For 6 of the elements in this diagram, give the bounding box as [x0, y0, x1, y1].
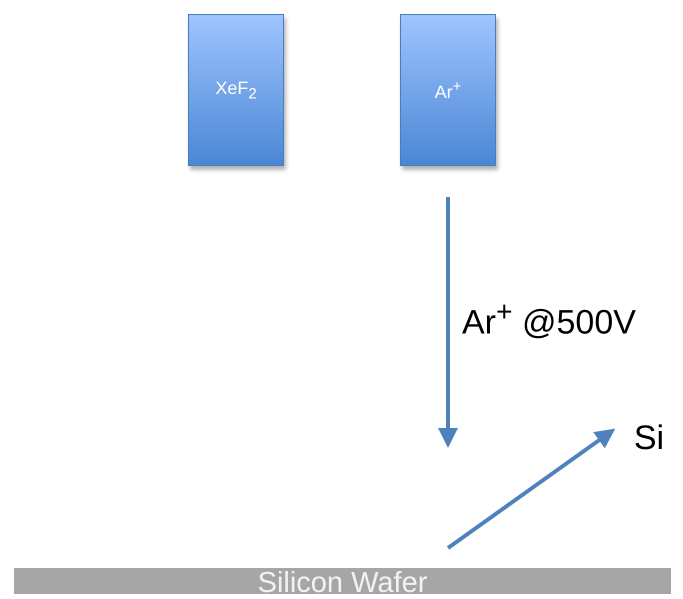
wafer-bar: Silicon Wafer — [14, 568, 671, 594]
particle-label: Si — [628, 416, 670, 460]
arrow — [438, 197, 458, 448]
arrow — [446, 428, 616, 550]
source-box: XeF$_{2}$ — [188, 14, 284, 166]
source-box: Ar$^{+}$ — [400, 14, 496, 166]
